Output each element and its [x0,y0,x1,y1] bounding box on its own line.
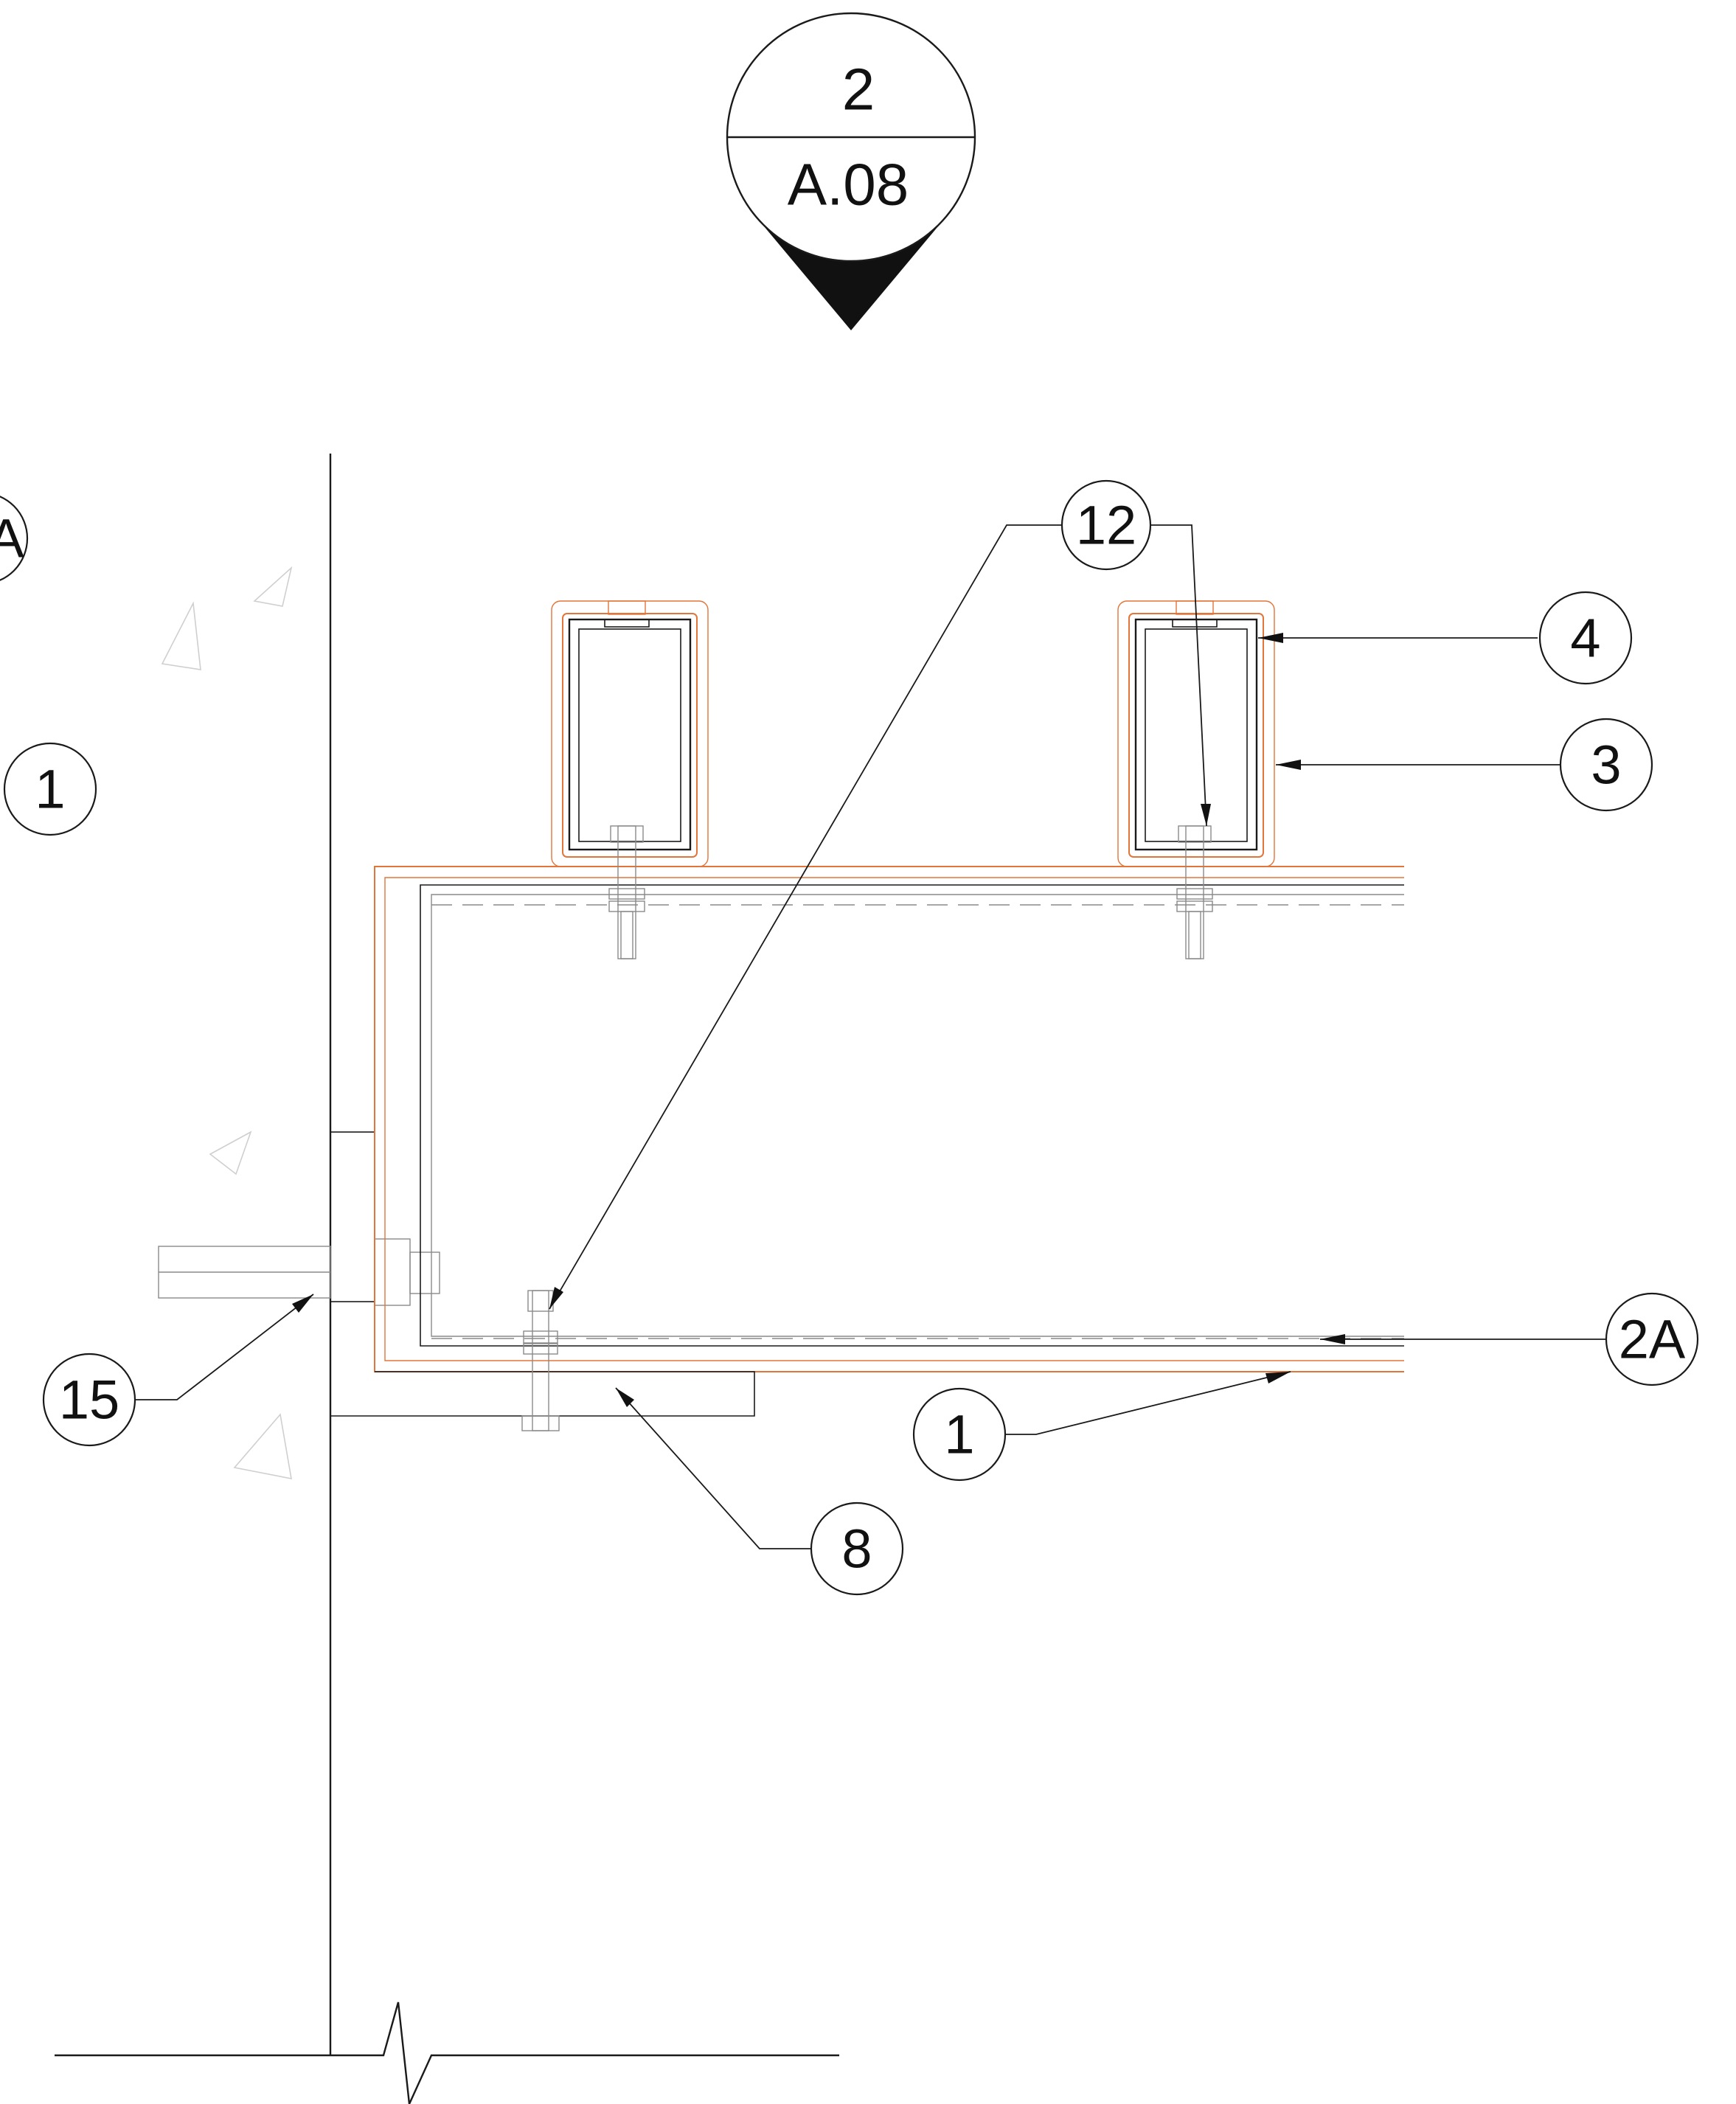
mullion-left-bolt-nut-2 [608,900,645,912]
leader-4-arrow [1258,633,1283,643]
concrete-hatch-2 [161,601,201,670]
callout-1-bottom-circle [912,1387,1007,1482]
leader-12-lower [549,524,1062,1310]
leader-3-arrow [1276,760,1301,770]
callout-8: 8 [810,1501,904,1596]
callout-1-left-label: 1 [35,759,65,820]
callout-15: 15 [42,1353,136,1447]
frame-inner-line-top-2 [431,894,1404,1337]
embed-plate [158,1131,440,1306]
break-line [55,2001,839,2104]
mullion-right-tube-outer [1134,618,1258,851]
callout-12-circle [1060,479,1152,571]
leader-1-bottom [1004,1371,1291,1435]
mullion-left-tube-inner [578,628,681,842]
mullion-left-gasket [562,613,698,858]
section-number: 2 [842,57,875,122]
tube-mullion-left [551,600,709,959]
concrete-hatch-3 [209,1131,252,1176]
callout-A-partial: A [0,496,29,581]
mullion-left-bolt-nut-1 [608,888,645,900]
leader-15-arrow [292,1294,313,1313]
frame-outer-profile [374,866,1404,1372]
anchor-nut [374,1238,411,1306]
tube-mullion-right [1117,600,1275,959]
embed-plate-outline [330,1131,375,1302]
mullion-left-bolt-tip [620,911,633,959]
callout-12: 12 [1060,479,1152,571]
mullion-right-bolt-nut-2 [1176,900,1213,912]
leader-lines [135,524,1606,1549]
concrete-hatch-1 [253,566,293,607]
frame-outer-profile-inner [384,877,1404,1361]
leader-12-right-arrow [1201,804,1211,826]
callout-1-left-circle [3,742,97,836]
callout-A-partial-label: A [0,508,24,569]
mullion-left-outer [551,600,709,867]
steel-frame [374,866,1404,1372]
section-sheet-ref: A.08 [788,152,909,218]
mullion-left-top-cap [608,600,646,615]
bottom-angle-clip [330,1371,755,1417]
mullion-right-gasket [1128,613,1264,858]
callout-1-bottom-label: 1 [944,1404,974,1465]
wall [55,454,839,2104]
callout-3: 3 [1559,718,1653,812]
leader-8 [615,1387,811,1549]
leader-1-bottom-arrow [1265,1372,1291,1383]
callout-A-partial-circle [0,496,29,581]
bottom-bolt-nut-1 [523,1330,558,1344]
concrete-hatch-4 [233,1413,292,1480]
mullion-left-top-plate [604,619,650,628]
callout-2A-circle [1605,1292,1699,1386]
leader-8-arrow [616,1388,634,1407]
bottom-bolt-head-bottom [521,1415,560,1431]
leader-12-lower-arrow [549,1287,563,1309]
leader-12-right [1150,524,1207,827]
callout-8-label: 8 [841,1518,872,1580]
clip-outline [330,1371,755,1417]
mullion-left-bolt-head [610,825,644,843]
mullion-right-bolt-nut-1 [1176,888,1213,900]
mullion-right-tube-inner [1145,628,1248,842]
mullion-right-bolt-tip [1188,911,1201,959]
anchor-washer [409,1251,440,1294]
mullion-left-tube-outer [568,618,692,851]
mullion-right-top-plate [1172,619,1218,628]
callout-2A-label: 2A [1619,1309,1686,1370]
section-marker: 2 A.08 [726,12,976,330]
callout-15-circle [42,1353,136,1447]
callout-2A: 2A [1605,1292,1699,1386]
callout-15-label: 15 [59,1369,119,1431]
mullion-right-top-cap [1176,600,1214,615]
mullion-right-bolt-head [1178,825,1212,843]
bottom-bolt-nut-2 [523,1343,558,1355]
callout-1-left: 1 [3,742,97,836]
mullion-right-outer [1117,600,1275,867]
leader-15 [135,1294,314,1400]
callout-8-circle [810,1501,904,1596]
callout-4: 4 [1538,591,1633,685]
callout-3-circle [1559,718,1653,812]
callout-4-circle [1538,591,1633,685]
callout-4-label: 4 [1570,608,1600,669]
leader-2A-arrow [1320,1334,1345,1344]
callout-12-label: 12 [1076,495,1136,556]
callout-3-label: 3 [1591,735,1621,796]
frame-inner-line-top [420,884,1404,1347]
callout-1-bottom: 1 [912,1387,1007,1482]
